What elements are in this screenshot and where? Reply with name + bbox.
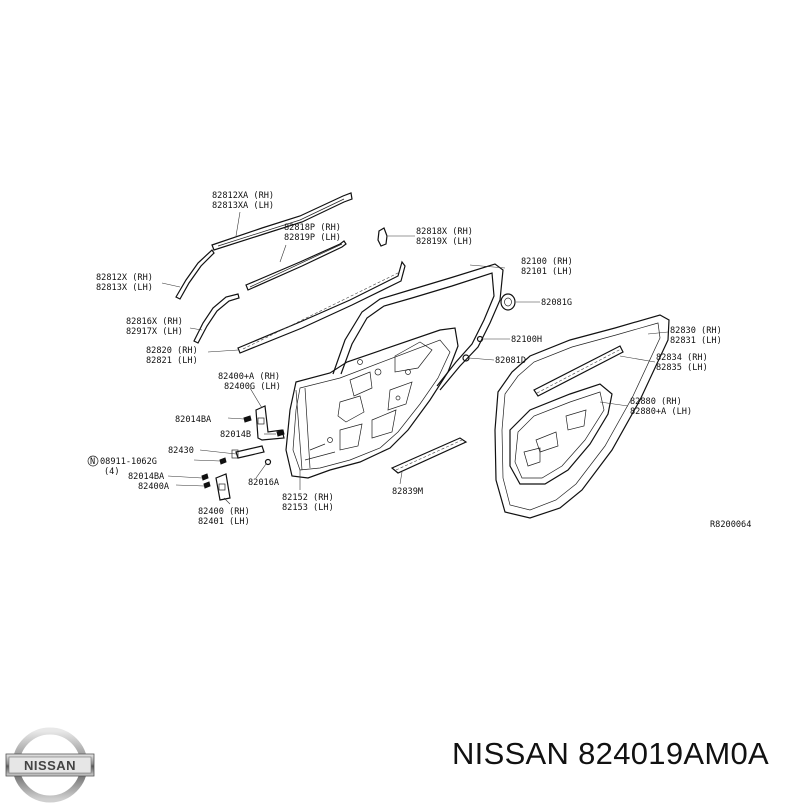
label-82100: 82100 (RH) xyxy=(521,257,573,267)
door-panel[interactable] xyxy=(285,263,504,479)
bolts[interactable] xyxy=(201,415,285,489)
lower-sill-seal[interactable] xyxy=(390,437,468,474)
logo-wordmark: NISSAN xyxy=(24,758,76,773)
label-82400g: 82400G (LH) xyxy=(224,382,281,392)
label-82830: 82830 (RH) xyxy=(670,326,722,336)
label-82101: 82101 (LH) xyxy=(521,267,573,277)
label-82818x: 82818X (RH) xyxy=(416,227,473,237)
part-labels: 82812XA (RH) 82813XA (LH) 82818P (RH) 82… xyxy=(87,191,751,530)
label-82100h: 82100H xyxy=(511,335,542,345)
note-symbol-circle xyxy=(87,455,99,467)
label-82834: 82834 (RH) xyxy=(656,353,708,363)
door-check-link[interactable] xyxy=(231,445,265,459)
label-note-n: N xyxy=(90,457,95,467)
label-08911: 08911-1062G xyxy=(100,457,157,467)
label-82819p: 82819P (LH) xyxy=(284,233,341,243)
leader-lines xyxy=(161,211,669,505)
label-82152: 82152 (RH) xyxy=(282,493,334,503)
label-82812x: 82812X (RH) xyxy=(96,273,153,283)
label-82818p: 82818P (RH) xyxy=(284,223,341,233)
label-82917x: 82917X (LH) xyxy=(126,327,183,337)
label-82400a: 82400+A (RH) xyxy=(218,372,280,382)
label-82014ba-lower: 82014BA xyxy=(128,472,165,482)
label-82081d: 82081D xyxy=(495,356,526,366)
label-82880: 82880 (RH) xyxy=(630,397,682,407)
label-82816x: 82816X (RH) xyxy=(126,317,183,327)
label-82014b: 82014B xyxy=(220,430,251,440)
door-trim-panel[interactable] xyxy=(509,383,613,485)
belt-moulding-outer[interactable] xyxy=(245,240,347,291)
label-82813xa: 82813XA (LH) xyxy=(212,201,274,211)
nissan-logo: NISSAN xyxy=(5,727,95,803)
inner-belt-strip[interactable] xyxy=(533,345,624,397)
label-82014ba-upper: 82014BA xyxy=(175,415,212,425)
window-moulding-upper[interactable] xyxy=(211,192,353,251)
label-82430: 82430 xyxy=(168,446,194,456)
grommet-82081g[interactable] xyxy=(500,293,516,311)
label-82820: 82820 (RH) xyxy=(146,346,198,356)
label-82401: 82401 (LH) xyxy=(198,517,250,527)
sash-trim[interactable] xyxy=(193,293,240,344)
label-82016a: 82016A xyxy=(248,478,280,488)
door-weatherstrip[interactable] xyxy=(494,314,670,519)
front-sash-moulding[interactable] xyxy=(175,249,215,300)
label-82839m: 82839M xyxy=(392,487,423,497)
label-82812xa: 82812XA (RH) xyxy=(212,191,274,201)
label-82831: 82831 (LH) xyxy=(670,336,722,346)
belt-weatherstrip[interactable] xyxy=(237,260,406,354)
clip-82100h[interactable] xyxy=(476,335,484,343)
label-82400: 82400 (RH) xyxy=(198,507,250,517)
clip-82016a[interactable] xyxy=(264,458,272,466)
label-82400a-lower: 82400A xyxy=(138,482,170,492)
label-82081g: 82081G xyxy=(541,298,572,308)
label-qty4: (4) xyxy=(104,467,120,477)
label-82880a: 82880+A (LH) xyxy=(630,407,692,417)
label-82819x: 82819X (LH) xyxy=(416,237,473,247)
label-82835: 82835 (LH) xyxy=(656,363,708,373)
part-number-caption: NISSAN 824019AM0A xyxy=(452,736,769,771)
moulding-clip[interactable] xyxy=(377,227,388,247)
lower-hinge[interactable] xyxy=(215,473,231,501)
label-82153: 82153 (LH) xyxy=(282,503,334,513)
diagram-reference-code: R8200064 xyxy=(710,520,751,530)
label-82813x: 82813X (LH) xyxy=(96,283,153,293)
label-82821: 82821 (LH) xyxy=(146,356,198,366)
